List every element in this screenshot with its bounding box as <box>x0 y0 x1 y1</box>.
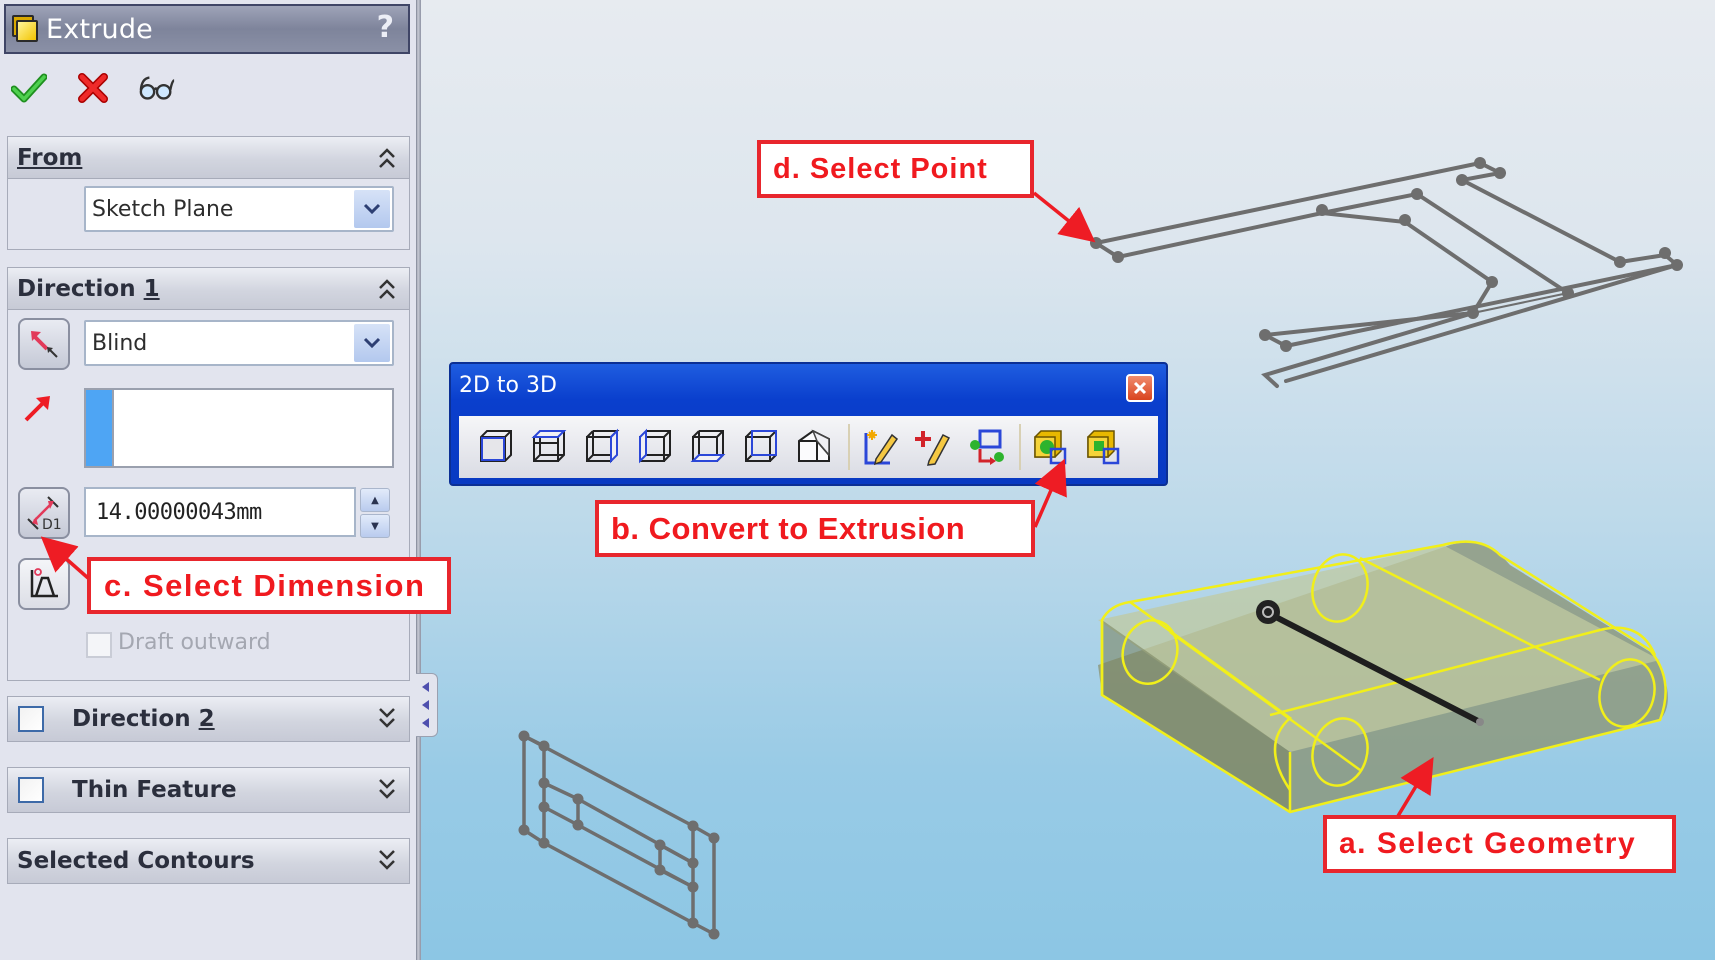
direction-vector-icon <box>24 396 50 422</box>
glasses-icon <box>139 76 175 100</box>
extrude-property-manager: Extrude ? From <box>0 0 417 960</box>
top-view-icon <box>531 430 567 462</box>
expand-chevron-icon[interactable] <box>377 705 397 731</box>
collapse-panel-handle[interactable] <box>416 673 438 737</box>
help-icon[interactable]: ? <box>376 10 394 45</box>
left-button[interactable] <box>634 424 678 470</box>
draft-outward-checkbox[interactable] <box>86 632 112 658</box>
extrude-button[interactable] <box>1029 424 1073 470</box>
ok-button[interactable] <box>10 69 48 107</box>
toolbar-buttons <box>459 416 1158 478</box>
front-view-icon <box>480 430 512 462</box>
right-button[interactable] <box>581 424 625 470</box>
extruded-body[interactable] <box>1098 540 1668 814</box>
side-sketch[interactable] <box>522 734 716 937</box>
dropdown-arrow-icon[interactable] <box>354 190 390 228</box>
direction2-checkbox[interactable] <box>18 706 44 732</box>
selected-contours-header[interactable]: Selected Contours <box>8 839 409 883</box>
checkmark-icon <box>11 73 47 103</box>
left-view-icon <box>639 428 671 464</box>
selected-contours-section: Selected Contours <box>7 838 410 884</box>
thin-feature-section: Thin Feature <box>7 767 410 813</box>
expand-chevron-icon[interactable] <box>377 847 397 873</box>
expand-chevron-icon[interactable] <box>377 776 397 802</box>
back-view-icon <box>745 430 777 462</box>
detailed-preview-button[interactable] <box>138 69 176 107</box>
back-button[interactable] <box>740 424 784 470</box>
action-buttons <box>10 66 176 110</box>
thin-feature-header[interactable]: Thin Feature <box>8 768 409 812</box>
cancel-button[interactable] <box>74 69 112 107</box>
collapse-chevron-icon[interactable] <box>377 145 397 171</box>
direction-selection-box[interactable] <box>84 388 394 468</box>
cut-button[interactable] <box>1082 424 1126 470</box>
from-header[interactable]: From <box>8 137 409 179</box>
top-button[interactable] <box>528 424 572 470</box>
close-icon <box>1133 381 1147 395</box>
align-sketch-icon <box>970 429 1004 465</box>
auxiliary-button[interactable] <box>793 424 837 470</box>
direction1-header[interactable]: Direction 1 <box>8 268 409 310</box>
svg-text:D1: D1 <box>42 517 62 533</box>
reverse-direction-button[interactable] <box>18 318 70 370</box>
from-select[interactable]: Sketch Plane <box>84 186 394 232</box>
dimension-icon: D1 <box>27 496 62 533</box>
bottom-button[interactable] <box>687 424 731 470</box>
new-sketch-icon <box>864 430 899 466</box>
toolbar-close-button[interactable] <box>1126 374 1154 402</box>
align-sketch-button[interactable] <box>964 424 1008 470</box>
cut-icon <box>1087 430 1120 465</box>
extrude-icon <box>1034 430 1067 465</box>
sketch-points[interactable] <box>1090 157 1683 352</box>
selection-color-indicator <box>86 390 114 466</box>
direction2-section: Direction 2 <box>7 696 410 742</box>
panel-divider[interactable] <box>416 0 421 960</box>
create-sketch-button[interactable] <box>858 424 902 470</box>
thin-feature-checkbox[interactable] <box>18 777 44 803</box>
end-condition-select[interactable]: Blind <box>84 320 394 366</box>
repair-sketch-button[interactable] <box>911 424 955 470</box>
callout-select-point: d. Select Point <box>757 140 1034 198</box>
callout-select-geometry: a. Select Geometry <box>1323 815 1676 873</box>
front-button[interactable] <box>475 424 519 470</box>
top-sketch[interactable] <box>1094 160 1682 388</box>
title-bar: Extrude ? <box>4 4 410 54</box>
panel-title: Extrude <box>46 13 153 45</box>
x-icon <box>78 73 108 103</box>
repair-sketch-icon <box>915 431 951 466</box>
bottom-view-icon <box>690 430 726 462</box>
callout-convert-to-extrusion: b. Convert to Extrusion <box>595 500 1035 557</box>
depth-increment-button[interactable]: ▲ <box>360 488 390 512</box>
extrude-cube-icon <box>12 14 40 44</box>
depth-decrement-button[interactable]: ▼ <box>360 514 390 538</box>
toolbar-title: 2D to 3D <box>459 373 557 398</box>
toolbar-2d-to-3d[interactable]: 2D to 3D <box>449 362 1168 486</box>
auxiliary-view-icon <box>798 429 830 462</box>
direction2-header[interactable]: Direction 2 <box>8 697 409 741</box>
callout-select-dimension: c. Select Dimension <box>87 557 451 614</box>
depth-input[interactable]: 14.00000043mm <box>84 487 356 537</box>
right-view-icon <box>586 428 620 464</box>
reverse-direction-icon <box>31 331 58 358</box>
collapse-chevron-icon[interactable] <box>377 276 397 302</box>
dropdown-arrow-icon[interactable] <box>354 324 390 362</box>
draft-outward-label: Draft outward <box>118 630 271 655</box>
